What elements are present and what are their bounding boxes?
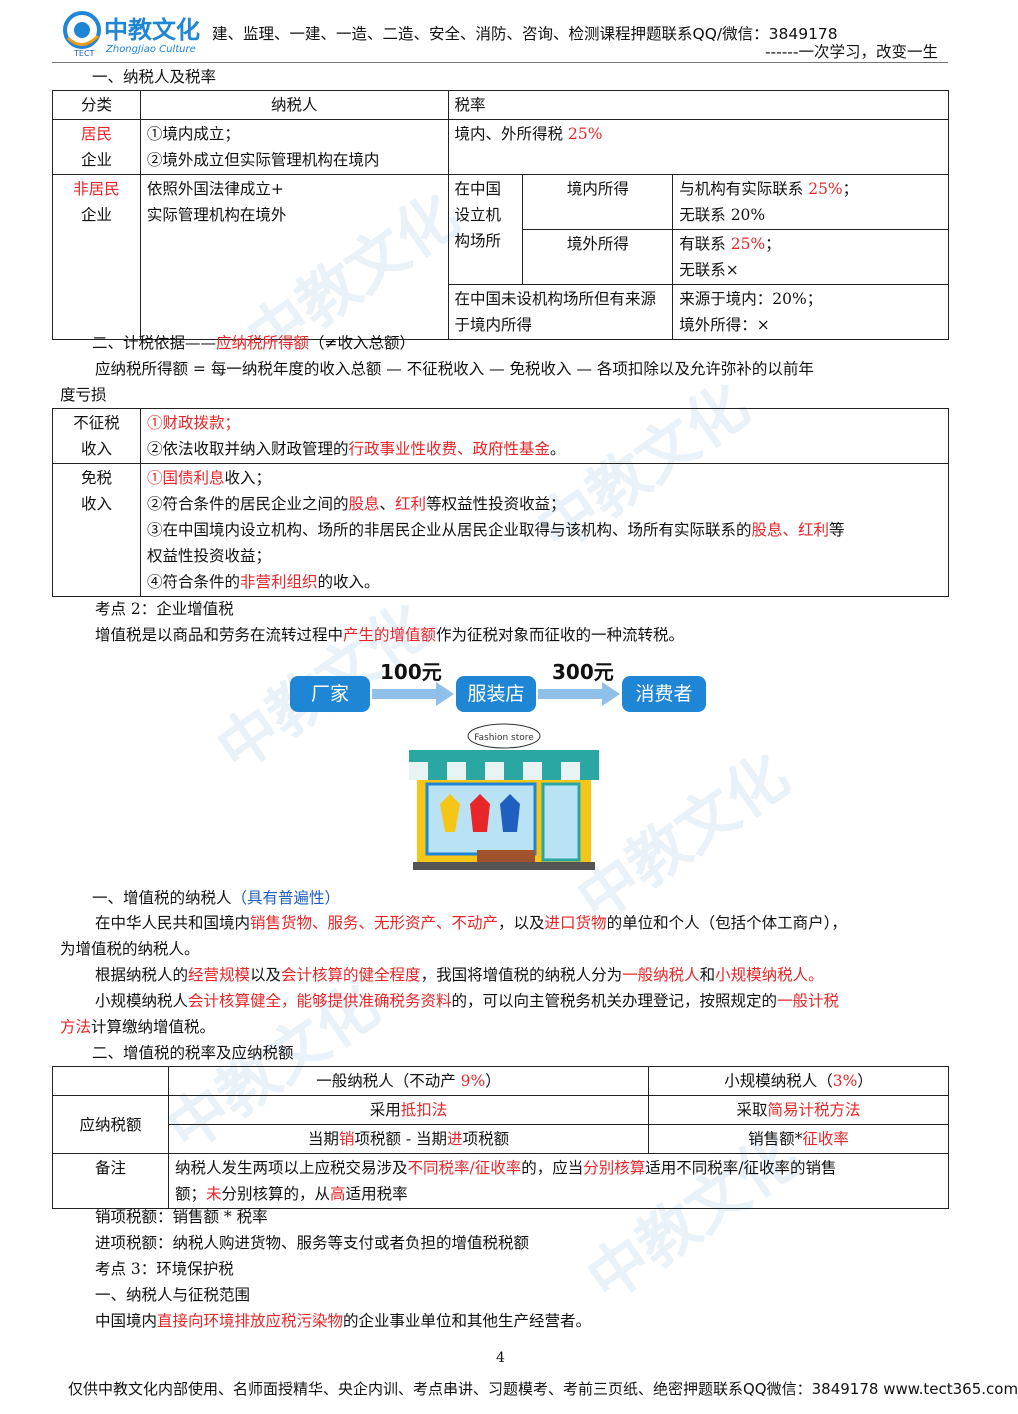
topic-title: 考点 2：企业增值税 <box>95 600 234 618</box>
formula-text: 度亏损 <box>60 386 107 404</box>
table-cell: 免税收入 <box>52 463 141 597</box>
table-cell: 销售额*征收率 <box>648 1124 949 1154</box>
page-number: 4 <box>496 1350 505 1366</box>
table-cell: 境内所得 <box>522 174 674 230</box>
table-header: 税率 <box>447 90 950 120</box>
paragraph-text: 在中华人民共和国境内销售货物、服务、无形资产、不动产，以及进口货物的单位和个人（… <box>95 914 847 932</box>
paragraph-text: 为增值税的纳税人。 <box>60 940 200 958</box>
table-cell: 备注 <box>52 1153 169 1209</box>
paragraph-text: 根据纳税人的经营规模以及会计核算的健全程度，我国将增值税的纳税人分为一般纳税人和… <box>95 966 824 984</box>
arrow-right-icon <box>372 682 454 706</box>
header-divider <box>52 62 948 63</box>
logo: TECT 中教文化 ZhongJiao Culture <box>60 8 210 58</box>
table-cell: 与机构有实际联系 25%；无联系 20% <box>672 174 949 230</box>
paragraph-text: 销项税额：销售额 * 税率 <box>95 1208 268 1226</box>
table-row: 应纳税额 采用抵扣法 采取简易计税方法 <box>52 1095 949 1154</box>
paragraph-text: 方法计算缴纳增值税。 <box>60 1018 216 1036</box>
footer-text: 仅供中教文化内部使用、名师面授精华、央企内训、考点串讲、习题模考、考前三页纸、绝… <box>68 1380 1018 1398</box>
table-cell: 当期销项税额 - 当期进项税额 <box>168 1124 649 1154</box>
header-text: 建、监理、一建、一造、二造、安全、消防、咨询、检测课程押题联系QQ/微信：384… <box>212 25 838 43</box>
table-header-row: 一般纳税人（不动产 9%） 小规模纳税人（3%） <box>52 1066 949 1096</box>
section-title: 一、纳税人及税率 <box>92 68 217 86</box>
paragraph-text: 进项税额：纳税人购进货物、服务等支付或者负担的增值税税额 <box>95 1234 530 1252</box>
table-cell: 应纳税额 <box>52 1095 169 1154</box>
table-row: 居民企业 ①境内成立；②境外成立但实际管理机构在境内 境内、外所得税 25% <box>52 119 950 175</box>
logo-subtitle: ZhongJiao Culture <box>105 44 196 55</box>
table-cell: 采用抵扣法 <box>168 1095 649 1125</box>
table-cell: 纳税人发生两项以上应税交易涉及不同税率/征收率的，应当分别核算适用不同税率/征收… <box>168 1153 949 1209</box>
table-cell: 居民企业 <box>52 119 141 175</box>
vat-table: 一般纳税人（不动产 9%） 小规模纳税人（3%） 应纳税额 采用抵扣法 采取简易… <box>52 1066 949 1209</box>
flow-price-1: 100元 <box>380 660 442 684</box>
formula-text: 应纳税所得额 = 每一纳税年度的收入总额 — 不征税收入 — 免税收入 — 各项… <box>95 360 814 378</box>
taxpayer-rate-table: 分类 纳税人 税率 居民企业 ①境内成立；②境外成立但实际管理机构在境内 境内、… <box>52 90 950 340</box>
table-row: 当期销项税额 - 当期进项税额 销售额*征收率 <box>53 1124 949 1154</box>
table-header: 小规模纳税人（3%） <box>648 1066 949 1096</box>
logo-text: 中教文化 <box>104 16 200 44</box>
table-cell: ①境内成立；②境外成立但实际管理机构在境内 <box>139 119 449 175</box>
table-header: 纳税人 <box>139 90 449 120</box>
flow-box-shop: 服装店 <box>456 676 536 712</box>
table-row: 备注 纳税人发生两项以上应税交易涉及不同税率/征收率的，应当分别核算适用不同税率… <box>52 1153 949 1209</box>
income-table: 不征税收入 ①财政拨款；②依法收取并纳入财政管理的行政事业性收费、政府性基金。 … <box>52 408 949 597</box>
table-cell: 在中国设立机构场所 <box>447 174 524 285</box>
logo-tag: TECT <box>73 49 95 58</box>
table-cell <box>52 1066 169 1096</box>
flow-box-manufacturer: 厂家 <box>290 676 370 712</box>
table-cell: 境外所得 <box>522 229 674 285</box>
flow-price-2: 300元 <box>552 660 614 684</box>
table-cell: ①财政拨款；②依法收取并纳入财政管理的行政事业性收费、政府性基金。 <box>140 408 949 464</box>
table-cell: 不征税收入 <box>52 408 141 464</box>
table-cell: 境内、外所得税 25% <box>447 119 950 175</box>
topic-title: 考点 3：环境保护税 <box>95 1260 234 1278</box>
paragraph-text: 小规模纳税人会计核算健全，能够提供准确税务资料的，可以向主管税务机关办理登记，按… <box>95 992 840 1010</box>
table-cell: 依照外国法律成立+实际管理机构在境外 <box>139 174 449 340</box>
section-title: 二、计税依据——应纳税所得额（≠收入总额） <box>92 334 416 352</box>
section-title: 一、增值税的纳税人（具有普遍性） <box>92 889 341 907</box>
table-row: 免税收入 ①国债利息收入； ②符合条件的居民企业之间的股息、红利等权益性投资收益… <box>52 463 949 597</box>
table-row: 非居民企业 依照外国法律成立+实际管理机构在境外 在中国设立机构场所 境内所得 … <box>52 174 949 340</box>
table-row: 境外所得 有联系 25%；无联系× <box>53 229 949 285</box>
arrow-right-icon <box>538 682 620 706</box>
header-slogan: ------一次学习，改变一生 <box>764 43 938 61</box>
table-cell: 非居民企业 <box>52 174 141 340</box>
table-cell: 来源于境内：20%；境外所得：× <box>672 284 949 340</box>
table-cell: 采取简易计税方法 <box>648 1095 949 1125</box>
section-title: 二、增值税的税率及应纳税额 <box>92 1044 294 1062</box>
table-header: 分类 <box>52 90 141 120</box>
definition-text: 增值税是以商品和劳务在流转过程中产生的增值额作为征税对象而征收的一种流转税。 <box>95 626 685 644</box>
flow-box-consumer: 消费者 <box>622 676 706 712</box>
table-cell: 在中国未设机构场所但有来源于境内所得 <box>447 284 674 340</box>
section-title: 一、纳税人与征税范围 <box>95 1286 251 1304</box>
table-cell: ①国债利息收入； ②符合条件的居民企业之间的股息、红利等权益性投资收益； ③在中… <box>140 463 949 597</box>
table-row: 不征税收入 ①财政拨款；②依法收取并纳入财政管理的行政事业性收费、政府性基金。 <box>52 408 949 464</box>
table-header-row: 分类 纳税人 税率 <box>52 90 950 120</box>
shop-illustration: Fashion store <box>409 723 599 870</box>
table-header: 一般纳税人（不动产 9%） <box>168 1066 649 1096</box>
table-cell: 有联系 25%；无联系× <box>672 229 949 285</box>
paragraph-text: 中国境内直接向环境排放应税污染物的企业事业单位和其他生产经营者。 <box>95 1312 592 1330</box>
table-row: 在中国未设机构场所但有来源于境内所得 来源于境内：20%；境外所得：× <box>53 284 949 340</box>
shop-sign: Fashion store <box>474 733 534 743</box>
